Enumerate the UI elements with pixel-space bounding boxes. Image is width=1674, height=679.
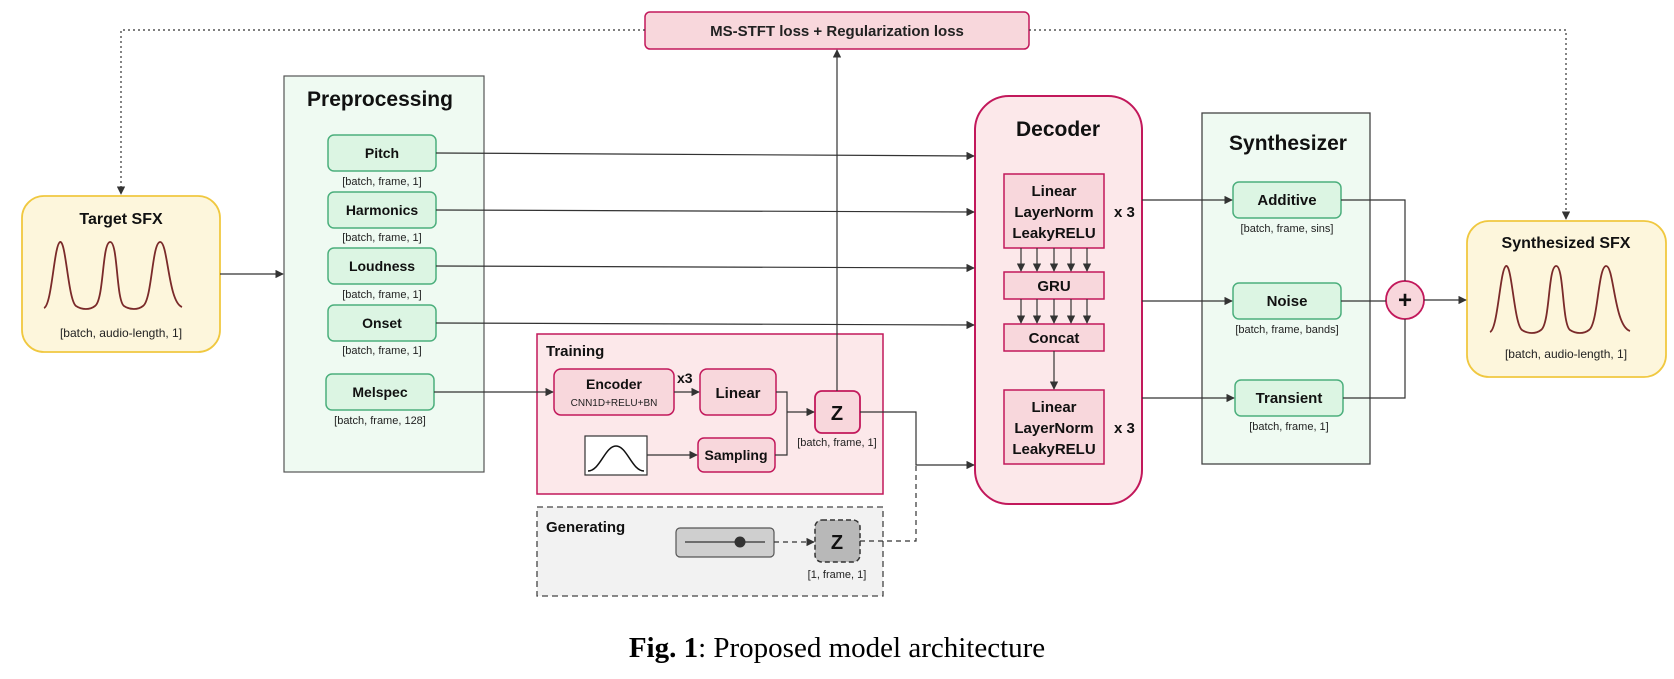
harmonics-label: Harmonics [346,202,419,218]
additive-shape: [batch, frame, sins] [1241,223,1334,235]
loss-to-synth-dotted [1029,29,1571,220]
additive-label: Additive [1257,192,1316,209]
z-train-shape: [batch, frame, 1] [797,437,876,449]
decoder-block2-line2: LayerNorm [1014,420,1093,437]
linear-label: Linear [715,385,760,402]
gaussian-curve-icon [587,445,645,472]
melspec-label: Melspec [352,384,407,400]
transient-to-sum-line [1343,319,1406,399]
pitch-shape: [batch, frame, 1] [342,176,421,188]
onset-shape: [batch, frame, 1] [342,345,421,357]
decoder-block2 [1003,389,1105,465]
gru-label: GRU [1037,278,1070,295]
target-sfx-title: Target SFX [79,211,163,228]
decoder-block2-line1: Linear [1031,399,1076,416]
transient-shape: [batch, frame, 1] [1249,421,1328,433]
linear-to-merge-line [776,391,788,412]
zgen-to-decoder-dashed [860,465,917,542]
noise-shape: [batch, frame, bands] [1235,324,1338,336]
generating-title: Generating [546,519,625,536]
decoder-block1 [1003,173,1105,249]
encoder-sublabel: CNN1D+RELU+BN [571,398,658,409]
caption-text: : Proposed model architecture [698,632,1045,664]
z-gen-shape: [1, frame, 1] [808,569,867,581]
gru-to-concat-arrows [1016,299,1092,324]
decoder-title: Decoder [1016,118,1100,141]
sampling-to-merge-line [775,412,788,456]
connectors [116,29,1571,547]
harmonics-shape: [batch, frame, 1] [342,232,421,244]
decoder-block1-to-gru-arrows [1016,248,1092,272]
onset-label: Onset [362,315,402,331]
gru-box [1003,271,1105,300]
synthesizer-title: Synthesizer [1229,132,1347,155]
synthesized-sfx-box [1466,220,1667,378]
loudness-label: Loudness [349,258,415,274]
loudness-to-decoder-arrow [435,263,975,273]
synthesized-sfx-title: Synthesized SFX [1502,235,1631,252]
pitch-label: Pitch [365,145,399,161]
concat-box [1003,323,1105,352]
sum-symbol: + [1398,287,1412,314]
decoder-block2-line3: LeakyRELU [1012,441,1095,458]
z-gen-box [814,519,861,563]
transient-label: Transient [1256,390,1323,407]
preprocessing-title: Preprocessing [307,88,453,111]
target-waveform-icon [43,241,183,310]
encoder-label: Encoder [586,376,643,392]
onset-to-decoder-arrow [435,320,975,330]
loudness-shape: [batch, frame, 1] [342,289,421,301]
caption-label: Fig. 1 [629,632,698,664]
pitch-to-decoder-arrow [435,151,975,161]
additive-to-sum-line [1341,199,1406,281]
target-sfx-shape: [batch, audio-length, 1] [60,326,182,340]
decoder-block1-line2: LayerNorm [1014,204,1093,221]
z-gen-label: Z [831,532,843,554]
z-train-label: Z [831,403,843,425]
z-to-decoder-arrow [860,411,975,470]
melspec-shape: [batch, frame, 128] [334,415,426,427]
decoder-block1-repeat: x 3 [1114,204,1135,221]
decoder-block1-line1: Linear [1031,183,1076,200]
concat-label: Concat [1029,330,1080,347]
encoder-repeat-label: x3 [677,370,693,386]
slider-knob[interactable] [734,536,746,548]
training-title: Training [546,343,604,360]
synthesized-waveform-icon [1489,265,1631,334]
decoder-block2-repeat: x 3 [1114,420,1135,437]
synthesized-sfx-shape: [batch, audio-length, 1] [1505,347,1627,361]
harmonics-to-decoder-arrow [435,207,975,217]
sampling-label: Sampling [704,447,767,463]
figure-caption: Fig. 1: Proposed model architecture [629,632,1045,664]
decoder-block1-line3: LeakyRELU [1012,225,1095,242]
loss-label: MS-STFT loss + Regularization loss [710,23,964,40]
noise-label: Noise [1267,293,1308,310]
